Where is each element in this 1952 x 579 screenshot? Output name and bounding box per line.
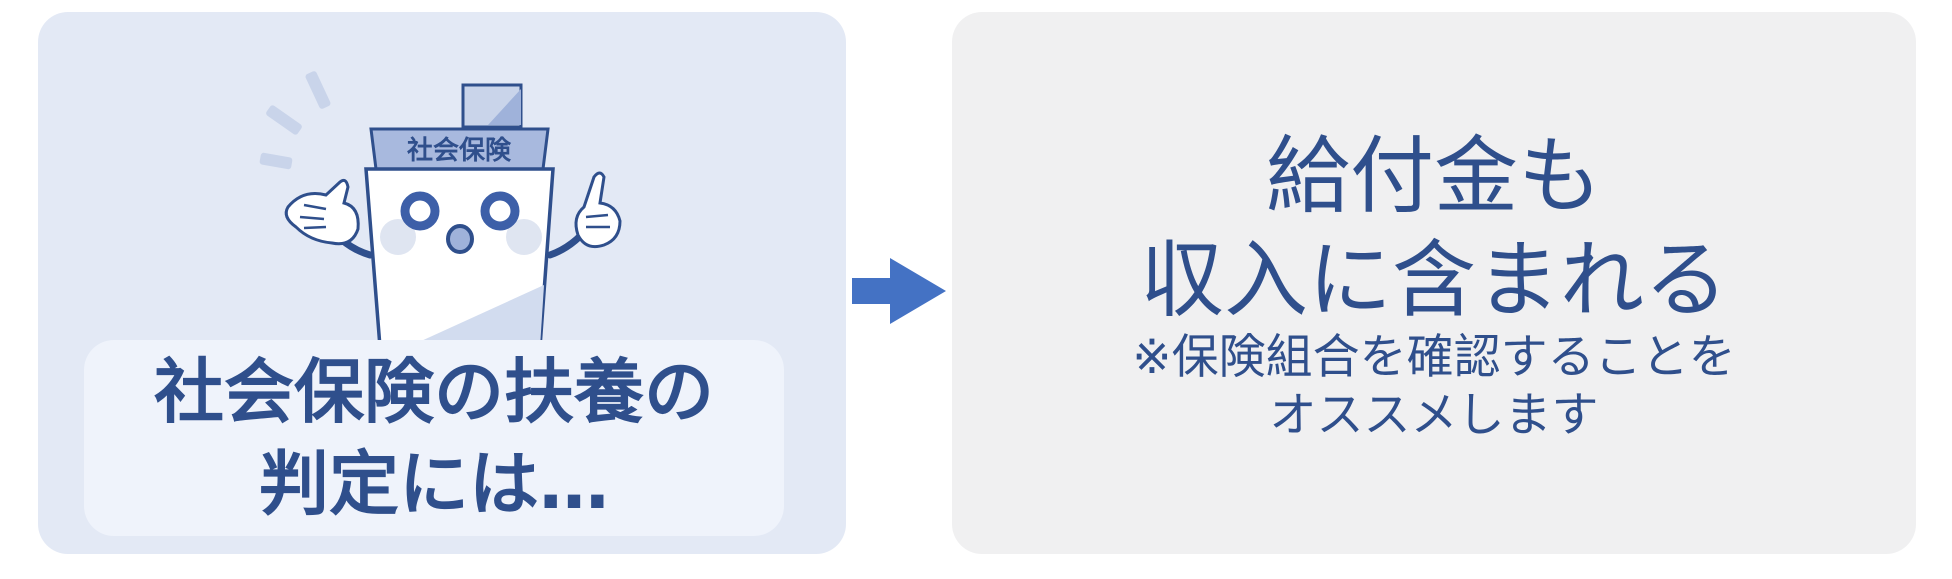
right-arrow-icon <box>852 258 946 324</box>
right-panel: 給付金も 収入に含まれる ※保険組合を確認することを オススメします <box>952 12 1916 554</box>
mascot-hat-label: 社会保険 <box>407 135 512 166</box>
motion-lines-icon <box>259 71 331 170</box>
shakai-hoken-mascot-illustration: 社会保険 <box>259 71 622 349</box>
left-caption-line-1: 社会保険の扶養の <box>154 351 714 433</box>
headline-line-1: 給付金も <box>1265 127 1602 225</box>
open-hand-icon <box>284 178 360 246</box>
left-caption-line-2: 判定には… <box>259 443 609 525</box>
left-panel: 社会保険 社会保険の扶養の 判定には… <box>38 12 846 554</box>
note-line-2: オススメします <box>1269 388 1599 443</box>
left-caption-box: 社会保険の扶養の 判定には… <box>84 340 784 536</box>
pointing-hand-icon <box>574 171 622 249</box>
headline-line-2: 収入に含まれる <box>1139 231 1728 329</box>
note-line-1: ※保険組合を確認することを <box>1132 330 1736 385</box>
